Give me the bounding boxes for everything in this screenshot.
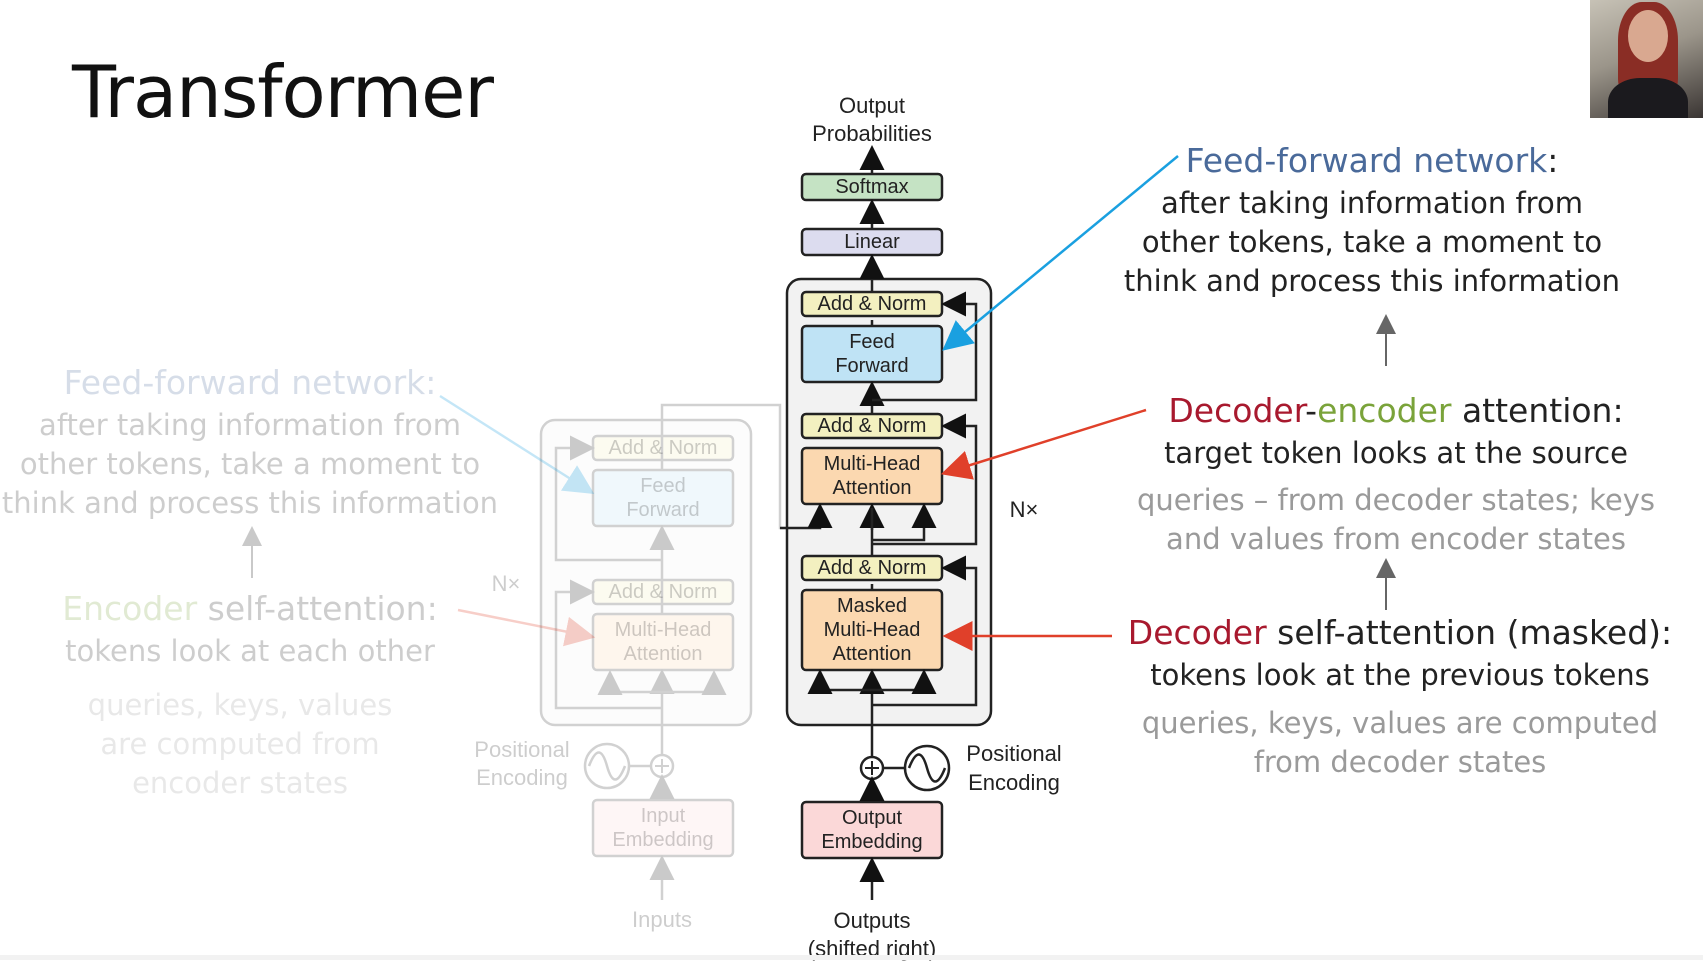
slide-title: Transformer [72,50,494,134]
ffn-annotation-line1: after taking information from [1161,186,1583,220]
encoder-add-norm-top-label: Add & Norm [608,437,718,459]
decoder-add-norm-3-label: Add & Norm [817,557,927,579]
presenter-body [1608,78,1688,118]
encoder-mha-label: Multi-Head Attention [593,614,733,670]
encoder-positional-line1: Positional [474,737,570,762]
softmax-label: Softmax [835,176,909,198]
decoder-nx-label: N× [1009,497,1039,522]
decoder-ff-line2: Forward [835,355,909,377]
decoder-masked-line3: Attention [832,643,912,665]
left-ffn-line2: other tokens, take a moment to [19,447,481,481]
left-enc-gray-line3: encoder states [132,766,348,800]
decoder-output-embedding-label: Output Embedding [802,802,942,858]
decoder-mha-line1: Multi-Head [823,453,921,475]
webcam-overlay [1590,0,1703,118]
output-prob-line1: Output [838,93,906,118]
encoder-feed-forward-label: Feed Forward [593,470,733,526]
ffn-annotation-line2: other tokens, take a moment to [1141,225,1603,259]
encoder-inputs-label: Inputs [632,907,692,932]
dec-self-word-rest: self-attention (masked): [1266,613,1673,652]
left-ffn-title: Feed-forward network: [63,363,437,402]
decoder-positional-line2: Encoding [968,770,1060,795]
decoder-ff-line1: Feed [849,331,895,353]
encoder-nx-label: N× [491,571,521,596]
dec-enc-word-decoder: Decoder [1168,391,1306,430]
encoder-ff-line1: Feed [640,475,686,497]
output-prob-line2: Probabilities [812,121,932,146]
encoder-ff-line2: Forward [626,499,700,521]
left-enc-gray-line1: queries, keys, values [87,688,393,722]
decoder-masked-line1: Masked [836,595,908,617]
decoder-add-norm-2-label: Add & Norm [817,415,927,437]
encoder-mha-line2: Attention [623,643,703,665]
dec-enc-gray-line2: and values from encoder states [1166,522,1626,556]
bottom-edge [0,955,1703,960]
decoder-emb-line1: Output [841,807,903,829]
left-enc-self-line1: tokens look at each other [65,634,435,668]
dec-self-annotation-title: Decoder self-attention (masked): [1100,612,1700,654]
encoder-emb-line2: Embedding [612,829,714,851]
decoder-ff-label: Feed Forward [802,326,942,382]
dec-self-gray-line1: queries, keys, values are computed [1141,706,1659,740]
dec-enc-annotation-title: Decoder-encoder attention: [1116,390,1676,432]
ffn-pointer-arrow [942,155,1179,351]
ffn-title-text: Feed-forward network [1185,141,1548,180]
dec-enc-word-attention: attention: [1451,391,1624,430]
ffn-annotation-line3: think and process this information [1123,264,1621,298]
dec-enc-word-encoder: encoder [1317,391,1452,430]
left-enc-gray-line2: are computed from [100,727,380,761]
dec-enc-gray-line1: queries – from decoder states; keys [1137,483,1655,517]
ffn-annotation-title: Feed-forward network: [1112,140,1632,182]
left-enc-self-title: Encoder self-attention: [0,588,500,630]
encoder-positional-line2: Encoding [476,765,568,790]
left-ffn-line1: after taking information from [39,408,461,442]
decoder-add-norm-1-label: Add & Norm [817,293,927,315]
encoder-stack [539,403,823,900]
decoder-mha-line2: Attention [832,477,912,499]
encoder-add-norm-bottom-label: Add & Norm [608,581,718,603]
linear-label: Linear [844,231,900,253]
decoder-positional-line1: Positional [966,741,1062,766]
dec-self-word-decoder: Decoder [1127,613,1267,652]
left-enc-word-encoder: Encoder [62,589,198,628]
encoder-block [539,418,753,727]
dec-self-annotation-line1: tokens look at the previous tokens [1150,658,1650,692]
encoder-sine-icon [583,742,631,790]
dec-enc-pointer-arrow [940,408,1147,480]
encoder-emb-line1: Input [640,805,686,827]
dec-self-gray-line2: from decoder states [1253,745,1547,779]
presenter-face [1628,10,1668,62]
dec-enc-dash: - [1305,391,1318,430]
decoder-mha-label: Multi-Head Attention [802,448,942,504]
decoder-masked-label: Masked Multi-Head Attention [802,590,942,670]
encoder-input-embedding-label: Input Embedding [593,800,733,856]
encoder-mha-line1: Multi-Head [614,619,712,641]
dec-enc-annotation-line1: target token looks at the source [1164,436,1628,470]
left-enc-word-rest: self-attention: [197,589,438,628]
decoder-stack [780,145,993,900]
ffn-title-colon: : [1547,141,1559,180]
decoder-masked-line2: Multi-Head [823,619,921,641]
outputs-line1: Outputs [833,908,911,933]
decoder-emb-line2: Embedding [821,831,923,853]
left-ffn-line3: think and process this information [1,486,499,520]
